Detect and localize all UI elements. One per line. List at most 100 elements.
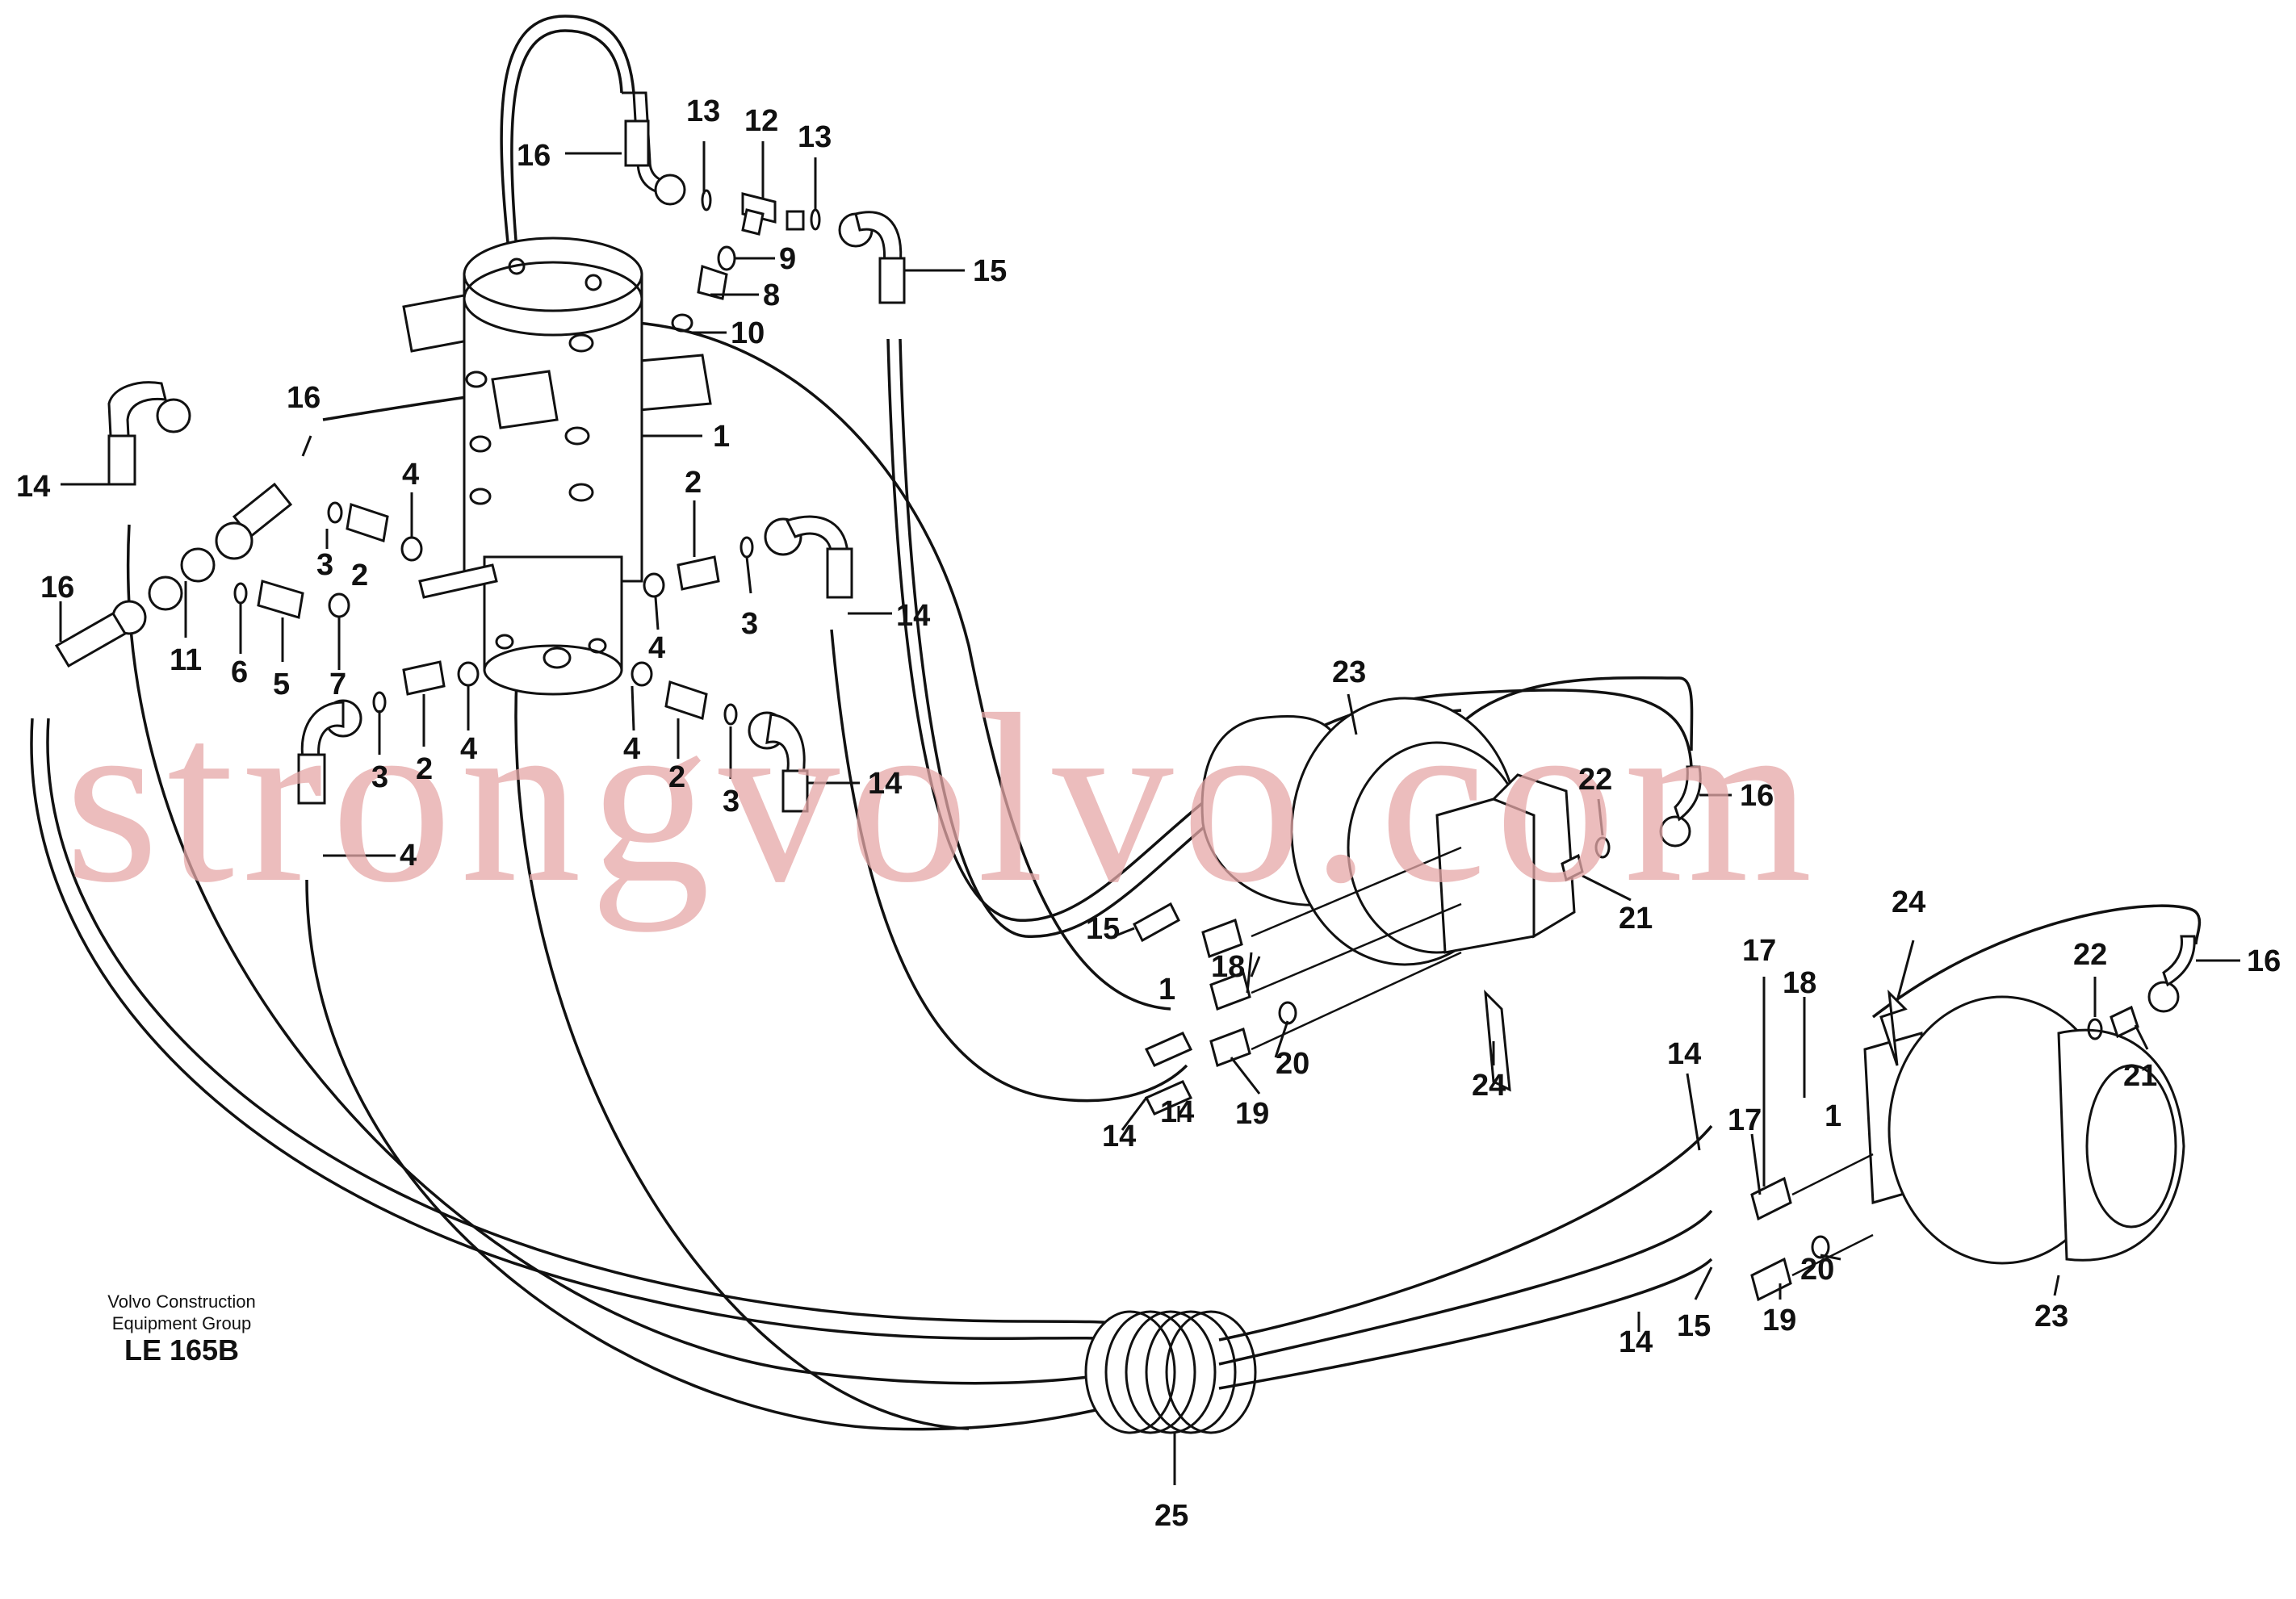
fitting-14-b — [1144, 1032, 1193, 1067]
label-2-c: 2 — [416, 752, 433, 786]
swivel-right-fittings — [631, 515, 853, 813]
leader-4-d — [631, 685, 635, 731]
seal-6 — [233, 582, 248, 605]
label-21-b: 21 — [2123, 1059, 2157, 1093]
label-4-b: 4 — [648, 631, 665, 665]
leader-15-mid — [1113, 927, 1135, 938]
hose-top-loop — [500, 15, 635, 251]
label-18-b: 18 — [1783, 966, 1816, 1000]
leader-1-mid — [1246, 952, 1253, 994]
ferrule-16-top — [624, 119, 650, 167]
orifice-9 — [717, 245, 736, 271]
label-14-b1: 14 — [1102, 1120, 1136, 1153]
swivel-upper-body — [463, 273, 643, 583]
label-16-far: 16 — [40, 571, 74, 605]
swivel-side-block — [491, 370, 559, 429]
label-19-a: 19 — [1235, 1097, 1269, 1131]
label-6: 6 — [231, 655, 248, 689]
label-4-d: 4 — [623, 732, 640, 766]
label-13-a: 13 — [686, 94, 720, 128]
label-13-b: 13 — [798, 120, 832, 154]
label-24-a: 24 — [1472, 1069, 1506, 1103]
label-15-mid: 15 — [1086, 912, 1120, 946]
adapter-8 — [697, 265, 728, 300]
elbow-16-right-a — [1674, 765, 1702, 822]
clamp-ring-3 — [1125, 1310, 1217, 1434]
ferrule-14-lower — [297, 753, 326, 805]
label-11: 11 — [170, 643, 202, 677]
label-15-low: 15 — [1677, 1309, 1711, 1343]
nut-16-right-a — [1659, 815, 1691, 848]
port-a — [568, 333, 594, 353]
leader-21-a — [1582, 874, 1632, 902]
swivel-pin — [418, 563, 498, 599]
label-1-mid: 1 — [1158, 973, 1175, 1007]
adapter-21-a — [1561, 853, 1584, 882]
hose-right-sweep — [637, 321, 1171, 1011]
swivel-joint — [402, 237, 712, 696]
label-20-b: 20 — [1800, 1253, 1834, 1287]
adapter-2-a — [346, 503, 389, 542]
nut-16-top — [654, 174, 686, 206]
adapter-17-b — [1750, 1176, 1792, 1221]
ferrule-14-left — [107, 434, 136, 486]
leader-17-b — [1750, 1133, 1762, 1195]
swivel-top-cap — [463, 237, 643, 312]
cap-bolt-2 — [584, 274, 602, 291]
elbow-16-right-b — [2162, 935, 2196, 987]
label-18-a: 18 — [1211, 950, 1245, 984]
label-10: 10 — [731, 316, 765, 350]
adapter-19-a — [1209, 1028, 1251, 1067]
nut-16-right-b — [2147, 981, 2180, 1013]
label-23-top: 23 — [1332, 655, 1366, 689]
adapter-2-b — [677, 555, 720, 591]
seal-22-b — [2087, 1018, 2103, 1040]
part-labels: 16 13 12 13 15 9 8 10 16 1 14 4 2 3 2 16… — [16, 94, 2281, 1533]
hose-clamp-to-motor-3 — [1218, 1258, 1713, 1390]
seal-13-b — [810, 208, 821, 231]
leader-22-a — [1597, 798, 1604, 836]
credit-model-code: LE 165B — [124, 1333, 239, 1367]
leader-3-b — [745, 556, 752, 594]
motor-lower-drum — [2057, 1028, 2185, 1262]
leader-14-c — [1686, 1073, 1701, 1151]
label-16-right-b: 16 — [2247, 944, 2281, 978]
clamp-ring-4 — [1145, 1310, 1237, 1434]
clamp-ring-2 — [1104, 1310, 1196, 1434]
bolt-24-b — [1879, 989, 1908, 1066]
label-3-b: 3 — [741, 607, 758, 641]
hose-motor-top-loop — [1443, 676, 1694, 751]
leader-20-b — [1820, 1254, 1841, 1261]
label-2-d: 2 — [668, 760, 685, 794]
credit-group: Equipment Group — [112, 1313, 251, 1333]
seal-4-d — [457, 661, 480, 687]
label-3-a: 3 — [316, 548, 333, 582]
leader-21-b — [2134, 1024, 2149, 1050]
label-21-a: 21 — [1619, 902, 1653, 936]
ferrule-14-mid — [826, 547, 853, 599]
seal-13-a — [701, 189, 712, 211]
label-20-a: 20 — [1276, 1047, 1309, 1081]
label-2-a: 2 — [685, 466, 702, 500]
credit-company: Volvo Construction — [107, 1291, 255, 1312]
tee-12-branch — [741, 208, 765, 236]
hose-right-loop — [1871, 904, 2202, 1019]
leader-23-low — [2053, 1275, 2060, 1296]
port-b — [465, 370, 488, 388]
seal-4-c — [631, 661, 653, 687]
port-e — [469, 488, 492, 505]
lower-left-fittings — [297, 660, 480, 805]
adapter-12-right — [786, 210, 805, 231]
nut-11-a — [180, 547, 216, 583]
leader-20-a — [1274, 1020, 1289, 1058]
ferrule-14-low — [781, 769, 809, 813]
adapter-2-d — [402, 660, 446, 696]
label-25: 25 — [1154, 1499, 1188, 1533]
seal-7 — [328, 592, 350, 618]
clamp-ring-5 — [1165, 1310, 1257, 1434]
label-24-b: 24 — [1892, 885, 1925, 919]
label-22-b: 22 — [2073, 938, 2107, 972]
leader-19-a — [1230, 1057, 1261, 1095]
leader-16-left — [301, 435, 312, 457]
